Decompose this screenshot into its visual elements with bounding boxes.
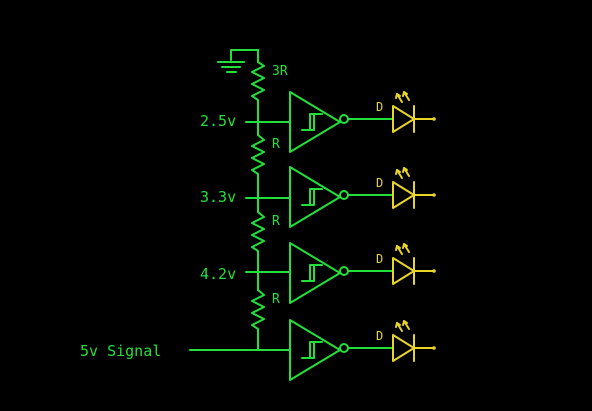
led-icon bbox=[392, 167, 436, 209]
schmitt-buffer-icon bbox=[257, 166, 394, 228]
resistor-label-4: R bbox=[272, 292, 280, 307]
input-signal-label: 5v Signal bbox=[80, 342, 161, 360]
led-label-4: D bbox=[376, 329, 383, 343]
resistor-label-2: R bbox=[272, 137, 280, 152]
resistor-label-3: R bbox=[272, 214, 280, 229]
resistor-label-1: 3R bbox=[272, 64, 288, 79]
schmitt-buffer-icon bbox=[257, 319, 394, 381]
tap-label-2: 3.3v bbox=[200, 188, 236, 206]
ground-icon bbox=[217, 49, 259, 73]
led-icon bbox=[392, 91, 436, 133]
led-label-1: D bbox=[376, 100, 383, 114]
schmitt-buffer-icon bbox=[257, 242, 394, 304]
led-label-2: D bbox=[376, 176, 383, 190]
resistor-ladder bbox=[251, 49, 265, 351]
tap-label-3: 4.2v bbox=[200, 265, 236, 283]
led-label-3: D bbox=[376, 252, 383, 266]
led-icon bbox=[392, 320, 436, 362]
led-icon bbox=[392, 243, 436, 285]
schmitt-buffer-icon bbox=[257, 91, 394, 153]
tap-label-1: 2.5v bbox=[200, 112, 236, 130]
